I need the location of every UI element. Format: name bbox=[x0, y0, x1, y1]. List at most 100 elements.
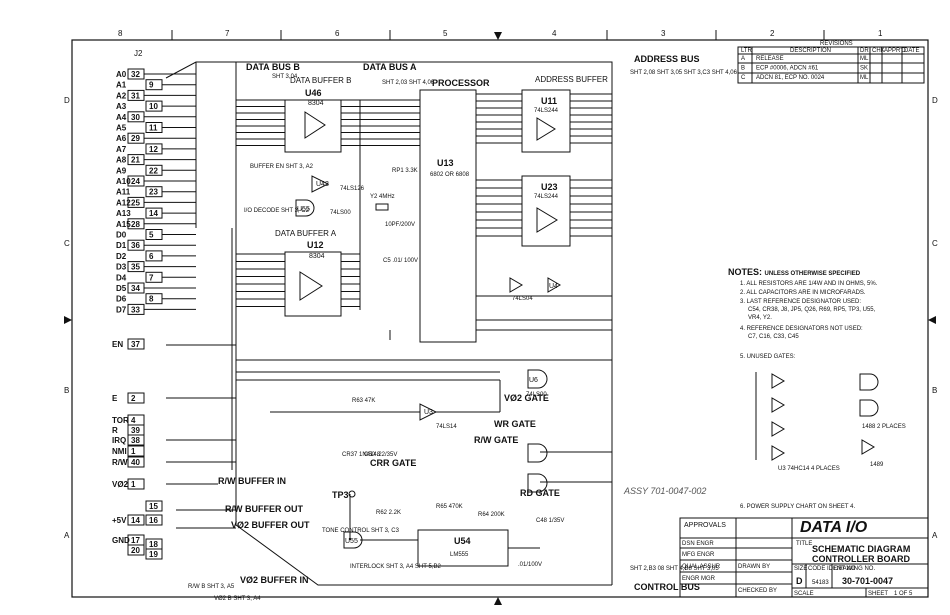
u4-part: 74LS04 bbox=[512, 296, 533, 302]
j2-pin-number: 36 bbox=[131, 241, 140, 250]
u55-ref: U55 bbox=[297, 206, 310, 213]
revision-header: CHK bbox=[872, 48, 885, 54]
row-b-right: B bbox=[932, 386, 937, 395]
note-2: 2. ALL CAPACITORS ARE IN MICROFARADS. bbox=[740, 290, 866, 296]
title-field-label: TITLE bbox=[796, 541, 812, 547]
j2-ctrl-number: 17 bbox=[131, 536, 140, 545]
c50-label: C50 .22/35V bbox=[364, 452, 397, 458]
io-decode-label: I/O DECODE SHT 3, C2 bbox=[244, 208, 310, 214]
chip-u12: DATA BUFFER A U12 8304 bbox=[275, 229, 342, 317]
chip-u46: DATA BUFFER B U46 8304 bbox=[284, 76, 352, 153]
dsn-engr-label: DSN ENGR bbox=[682, 541, 714, 547]
right-center-marker bbox=[928, 316, 936, 324]
j2-pin-number: 25 bbox=[131, 198, 140, 207]
tone-control-label: TONE CONTROL SHT 3, C3 bbox=[322, 528, 400, 534]
row-d-left: D bbox=[64, 96, 70, 105]
note-5: 5. UNUSED GATES: bbox=[740, 354, 796, 360]
rw-buffer-in-label: R/W BUFFER IN bbox=[218, 476, 286, 486]
data-bus-b-label: DATA BUS B bbox=[246, 62, 300, 72]
j2-pin-label: D4 bbox=[116, 273, 127, 282]
gate-u6-b bbox=[527, 443, 548, 493]
j2-extra-number: 16 bbox=[149, 516, 158, 525]
j2-ctrl-label: E bbox=[112, 394, 118, 403]
u54-part: LM555 bbox=[450, 552, 469, 558]
u12-part: 8304 bbox=[309, 253, 325, 260]
crystal-cap-label: 10PF/200V bbox=[385, 222, 415, 228]
interlock-label: INTERLOCK SHT 3, A4 SHT 5,B2 bbox=[350, 564, 441, 570]
u11-title: ADDRESS BUFFER bbox=[535, 75, 608, 84]
j2-pin-number: 31 bbox=[131, 91, 140, 100]
drawing-no-value: 30-701-0047 bbox=[842, 576, 893, 586]
v02-buffer-out-label: VØ2 BUFFER OUT bbox=[231, 520, 310, 530]
j2-pin-label: A3 bbox=[116, 102, 127, 111]
drawn-by-label: DRAWN BY bbox=[738, 564, 770, 570]
crystal-label: Y2 4MHz bbox=[370, 194, 395, 200]
j2-pin-label: A9 bbox=[116, 166, 127, 175]
j2-ctrl-label: VØ2 bbox=[112, 480, 129, 489]
j2-ctrl-number: 37 bbox=[131, 340, 140, 349]
u11-ref: U11 bbox=[541, 96, 557, 106]
unused-gates bbox=[755, 372, 879, 461]
rp1-label: RP1 3.3K bbox=[392, 168, 418, 174]
control-bus-sht: SHT 2,B3 08 SHT 4,B8 SHT 3,05 bbox=[630, 566, 719, 572]
j2-ctrl-number: 1 bbox=[131, 447, 136, 456]
j2-pin-label: A6 bbox=[116, 134, 127, 143]
top-center-marker bbox=[494, 32, 502, 40]
c47-label: .01/100V bbox=[518, 562, 542, 568]
j2-pin-label: A15 bbox=[116, 220, 131, 229]
connector-name: J2 bbox=[134, 49, 143, 58]
control-bus-label: CONTROL BUS bbox=[634, 582, 700, 592]
j2-ctrl-box bbox=[127, 445, 145, 457]
revision-header: DESCRIPTION bbox=[790, 48, 831, 54]
revision-header: APPR'D bbox=[884, 48, 906, 54]
j2-ctrl-box bbox=[127, 456, 145, 468]
j2-pin-number: 22 bbox=[149, 166, 158, 175]
revision-cell: RELEASE bbox=[756, 56, 784, 62]
u46-ref: U46 bbox=[305, 88, 322, 98]
j2-pin-label: D6 bbox=[116, 295, 127, 304]
col-4: 4 bbox=[552, 29, 557, 38]
gate-u4-a: 74LS04 U4 bbox=[509, 277, 561, 302]
note-3-line2: C54, CR38, J8, JP5, Q26, R69, RP5, TP3, … bbox=[748, 307, 876, 313]
j2-pin-number: 6 bbox=[149, 252, 154, 261]
j2-pin-number: 33 bbox=[131, 305, 140, 314]
r63-label: R63 47K bbox=[352, 398, 375, 404]
sheet-value: 1 OF 5 bbox=[894, 591, 913, 597]
j2-pin-label: D1 bbox=[116, 241, 127, 250]
u12-ref: U12 bbox=[307, 240, 324, 250]
j2-pin-number: 21 bbox=[131, 156, 140, 165]
drawing-no-label: DRAWING NO. bbox=[834, 566, 875, 572]
j2-pin: A9 22 bbox=[116, 164, 196, 176]
mfg-engr-label: MFG ENGR bbox=[682, 552, 715, 558]
unused-u9-label: 1488 2 PLACES bbox=[862, 424, 906, 430]
note-6: 6. POWER SUPPLY CHART ON SHEET 4. bbox=[740, 504, 855, 510]
j2-pin-number: 8 bbox=[149, 295, 154, 304]
j2-pin-number: 24 bbox=[131, 177, 140, 186]
j2-pin-label: A8 bbox=[116, 156, 127, 165]
j2-pin-label: D3 bbox=[116, 263, 127, 272]
unused-u3-label: U3 74HC14 4 PLACES bbox=[778, 466, 840, 472]
v02-b-footer: VØ2 B SHT 3, A4 bbox=[214, 596, 261, 602]
gate-u6-a: U6 74LS00 bbox=[526, 369, 548, 398]
j2-pin-number: 11 bbox=[149, 124, 158, 133]
u55b-ref: U55 bbox=[345, 538, 358, 545]
j2-pin-label: A12 bbox=[116, 198, 131, 207]
component-values: R63 47K R65 470K R64 200K R62 2.2K RP1 3… bbox=[342, 168, 564, 568]
j2-pin-label: D5 bbox=[116, 284, 127, 293]
col-8: 8 bbox=[118, 29, 123, 38]
j2-ctrl-label: IRQ bbox=[112, 436, 126, 445]
r65-label: R65 470K bbox=[436, 504, 463, 510]
j2-ctrl-number: 20 bbox=[131, 546, 140, 555]
row-a-left: A bbox=[64, 531, 70, 540]
wr-gate-label: WR GATE bbox=[494, 419, 536, 429]
rw-buffer-out-label: R/W BUFFER OUT bbox=[225, 504, 303, 514]
